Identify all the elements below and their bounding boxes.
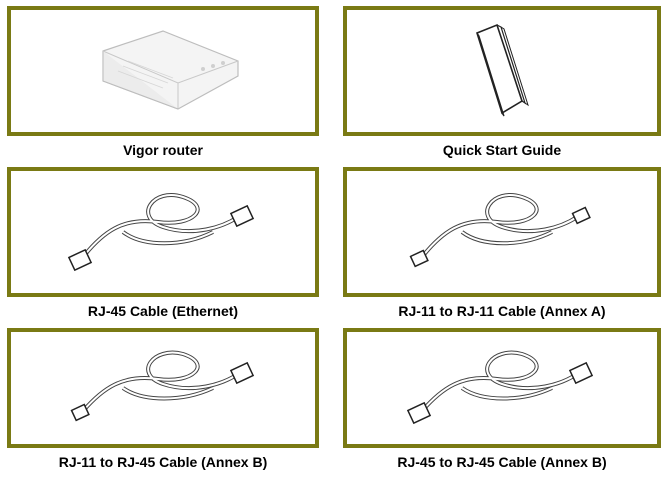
item-caption-rj11-rj11-cable: RJ-11 to RJ-11 Cable (Annex A) (398, 303, 606, 319)
item-panel-rj11-rj11-cable (343, 167, 661, 297)
item-panel-rj11-rj45-cable (7, 328, 319, 448)
cable-icon (70, 350, 255, 421)
item-panel-quick-start-guide (343, 6, 661, 136)
item-caption-rj11-rj45-cable: RJ-11 to RJ-45 Cable (Annex B) (58, 454, 268, 470)
booklet-icon (476, 23, 529, 117)
router-icon (102, 30, 239, 110)
cable-icon (67, 193, 255, 272)
item-caption-rj45-ethernet-cable: RJ-45 Cable (Ethernet) (87, 303, 239, 319)
item-caption-rj45-rj45-cable: RJ-45 to RJ-45 Cable (Annex B) (397, 454, 607, 470)
item-caption-quick-start-guide: Quick Start Guide (442, 142, 562, 158)
cable-icon (409, 193, 591, 268)
item-panel-rj45-rj45-cable (343, 328, 661, 448)
item-panel-rj45-ethernet-cable (7, 167, 319, 297)
item-caption-vigor-router: Vigor router (123, 142, 203, 158)
item-panel-vigor-router (7, 6, 319, 136)
cable-icon (406, 350, 594, 424)
